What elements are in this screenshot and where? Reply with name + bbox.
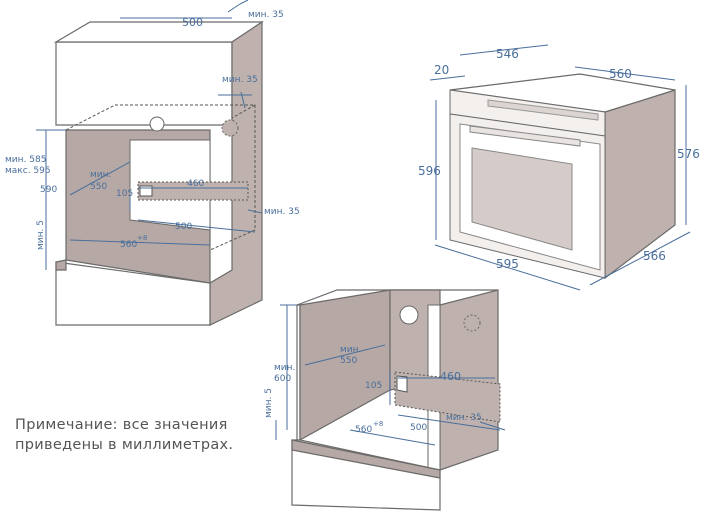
cable-hole-icon-2 <box>399 305 419 325</box>
oven-diagram: 546 20 560 596 576 595 566 <box>418 44 700 291</box>
dim-height-max: макс. 595 <box>5 166 51 176</box>
dim-back-gap: мин. 35 <box>264 207 300 217</box>
cable-hole-icon <box>149 116 165 132</box>
oven-handle <box>469 125 581 147</box>
vent-opening-2 <box>394 371 501 423</box>
dim-depth-min-label: мин. <box>90 170 111 180</box>
cabinet-base-ledge <box>291 439 441 479</box>
dim-inner-width-tol: +8 <box>137 234 147 242</box>
undercounter-install-diagram: мин. 600 мин. 5 мин. 550 460 105 500 мин… <box>264 289 506 511</box>
dim-min-side-gap: мин. 35 <box>222 75 258 85</box>
dim-vent-width-2: 460 <box>440 370 461 383</box>
oven-display <box>487 99 599 121</box>
oven-front-offset: 20 <box>434 63 449 77</box>
dim-depth-min-label-2: мин. <box>340 345 361 355</box>
dim-vent-height-2: 105 <box>365 381 382 391</box>
dim-inner-width: 560 <box>120 240 137 250</box>
dim-inner-width-tol-2: +8 <box>373 420 383 428</box>
upper-cabinet-front <box>55 41 233 126</box>
oven-top-width: 560 <box>609 67 632 81</box>
units-note-line2: приведены в миллиметрах. <box>15 437 234 453</box>
dim-height-590: 590 <box>40 185 57 195</box>
dim-inner-width-2: 560 <box>355 425 372 435</box>
side-hole-icon-2 <box>463 314 481 332</box>
column-install-diagram: 500 мин. 35 мин. 35 мин. 585 макс. 595 5… <box>5 0 300 326</box>
units-note: Примечание: все значения приведены в мил… <box>15 415 275 455</box>
oven-width-595: 595 <box>496 257 519 271</box>
dim-min-height-value: 600 <box>274 374 291 384</box>
dim-vent-depth: 500 <box>175 222 192 232</box>
dim-min-base: мин. 5 <box>36 220 46 250</box>
dim-min-top-gap: мин. 35 <box>248 10 284 20</box>
dim-vent-depth-2: 500 <box>410 423 427 433</box>
side-hole-icon <box>221 119 239 137</box>
vent-opening <box>137 181 249 201</box>
oven-height-596: 596 <box>418 164 441 178</box>
oven-depth-546: 546 <box>496 47 519 61</box>
dim-depth-min-value: 550 <box>90 182 107 192</box>
lower-ledge <box>55 259 67 271</box>
dim-vent-width: 460 <box>187 179 204 189</box>
dim-min-height-label: мин. <box>274 363 295 373</box>
upper-cabinet-top <box>53 21 264 43</box>
dim-width-top: 500 <box>182 16 203 29</box>
dim-back-gap-2: мин. 35 <box>446 413 482 423</box>
oven-depth-566: 566 <box>643 249 666 263</box>
lower-cabinet-front <box>55 261 211 326</box>
oven-height-576: 576 <box>677 147 700 161</box>
dim-vent-height: 105 <box>116 189 133 199</box>
oven-window <box>471 147 573 251</box>
dim-depth-min-value-2: 550 <box>340 356 357 366</box>
units-note-line1: Примечание: все значения <box>15 417 228 433</box>
dim-min-base-2: мин. 5 <box>264 388 274 418</box>
dim-height-min: мин. 585 <box>5 155 46 165</box>
